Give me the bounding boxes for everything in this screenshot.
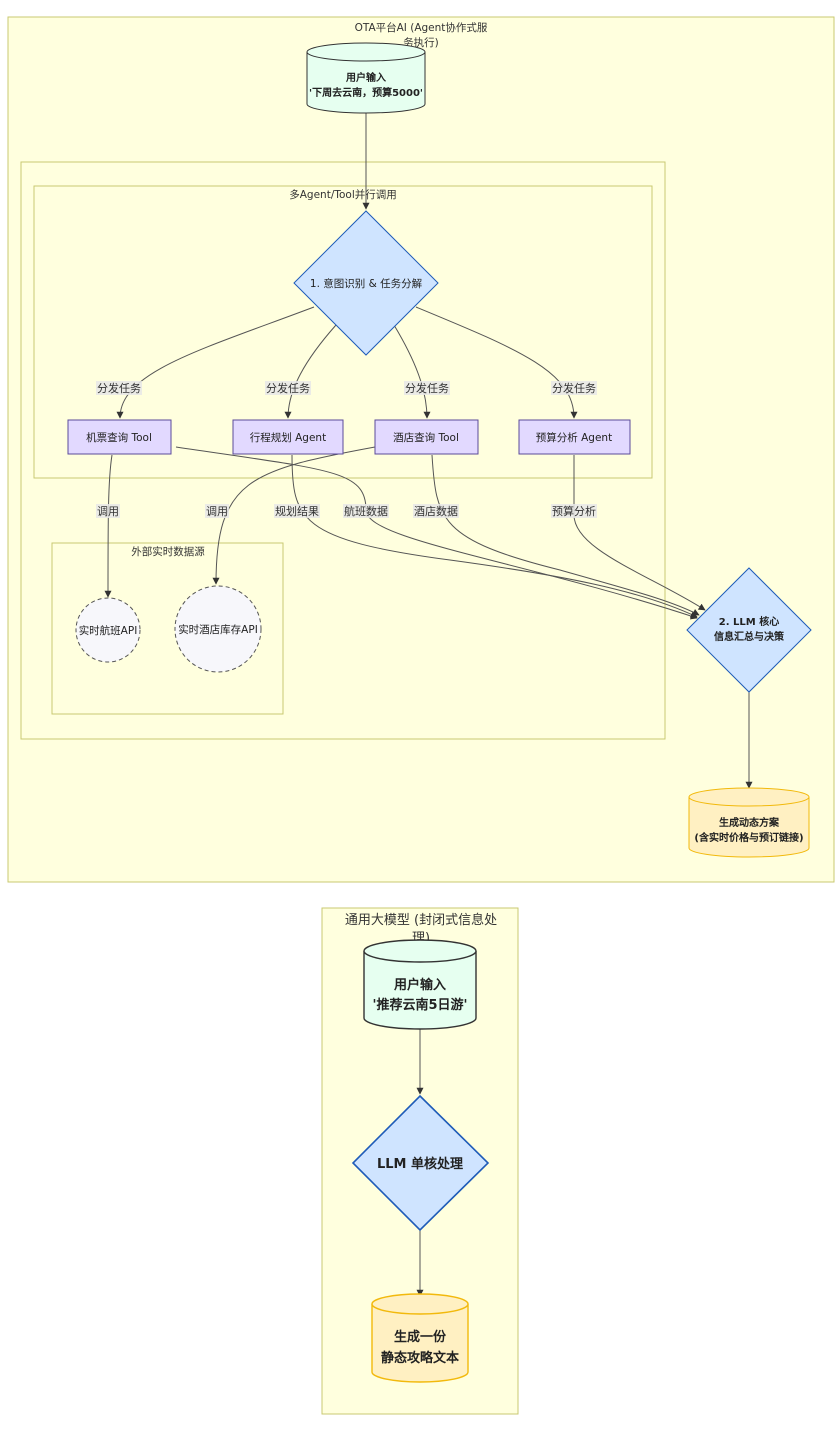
generic-cluster-title-line1: 通用大模型 (封闭式信息处 [345, 912, 497, 928]
label-plan-result: 规划结果 [274, 504, 320, 518]
intent-decision-node: 1. 意图识别 & 任务分解 [293, 210, 439, 356]
svg-text:实时航班API: 实时航班API [79, 624, 138, 637]
label-call-hotel: 调用 [205, 504, 229, 518]
edge-budget-to-llm [573, 455, 706, 611]
svg-text:行程规划 Agent: 行程规划 Agent [250, 431, 326, 444]
label-budget-analysis: 预算分析 [551, 504, 597, 518]
static-guide-output-node: 生成一份 静态攻略文本 [371, 1293, 469, 1383]
svg-text:静态攻略文本: 静态攻略文本 [381, 1350, 459, 1366]
svg-text:调用: 调用 [97, 505, 119, 518]
svg-text:LLM 单核处理: LLM 单核处理 [377, 1156, 463, 1172]
edge-intent-to-budget [415, 306, 578, 419]
edge-hotel-to-api [212, 446, 376, 585]
hotel-tool-node: 酒店查询 Tool [374, 419, 479, 455]
svg-text:2. LLM 核心: 2. LLM 核心 [719, 615, 779, 628]
svg-text:生成一份: 生成一份 [394, 1329, 447, 1345]
svg-text:'下周去云南，预算5000': '下周去云南，预算5000' [309, 86, 423, 99]
svg-text:生成动态方案: 生成动态方案 [719, 816, 780, 829]
ota-cluster-title-line2: 务执行) [403, 36, 439, 49]
flight-api-node: 实时航班API [75, 597, 141, 663]
label-hotel-data: 酒店数据 [413, 504, 459, 518]
hotel-api-node: 实时酒店库存API [174, 585, 262, 673]
svg-text:用户输入: 用户输入 [393, 977, 446, 993]
edge-intent-to-hotel [393, 324, 431, 419]
flight-tool-node: 机票查询 Tool [67, 419, 172, 455]
svg-text:预算分析: 预算分析 [552, 504, 596, 518]
ota-cluster-title-line1: OTA平台AI (Agent协作式服 [355, 21, 488, 34]
svg-text:机票查询 Tool: 机票查询 Tool [86, 431, 152, 444]
edge-intent-to-itinerary [284, 324, 337, 419]
generic-llm-node: LLM 单核处理 [351, 1094, 490, 1232]
svg-text:实时酒店库存API: 实时酒店库存API [178, 623, 258, 636]
svg-text:(含实时价格与预订链接): (含实时价格与预订链接) [694, 831, 803, 844]
svg-text:分发任务: 分发任务 [552, 381, 596, 395]
svg-text:调用: 调用 [206, 505, 228, 518]
svg-text:分发任务: 分发任务 [405, 381, 449, 395]
svg-text:用户输入: 用户输入 [345, 71, 386, 84]
svg-text:规划结果: 规划结果 [275, 504, 319, 518]
budget-agent-node: 预算分析 Agent [518, 419, 631, 455]
svg-text:酒店查询 Tool: 酒店查询 Tool [393, 431, 459, 444]
llm-core-node: 2. LLM 核心 信息汇总与决策 [686, 567, 812, 693]
label-flight-data: 航班数据 [343, 504, 389, 518]
svg-text:1. 意图识别 & 任务分解: 1. 意图识别 & 任务分解 [310, 277, 423, 290]
svg-text:航班数据: 航班数据 [344, 504, 388, 518]
label-call-flight: 调用 [96, 504, 120, 518]
dynamic-plan-output-node: 生成动态方案 (含实时价格与预订链接) [688, 787, 810, 858]
generic-user-input-node: 用户输入 '推荐云南5日游' [363, 939, 477, 1030]
svg-text:信息汇总与决策: 信息汇总与决策 [714, 630, 785, 643]
edge-hotel-to-llm [431, 454, 700, 616]
label-dispatch-3: 分发任务 [404, 381, 450, 395]
label-dispatch-2: 分发任务 [265, 381, 311, 395]
svg-text:'推荐云南5日游': '推荐云南5日游' [372, 997, 467, 1013]
label-dispatch-1: 分发任务 [96, 381, 142, 395]
svg-text:酒店数据: 酒店数据 [414, 504, 458, 518]
svg-text:分发任务: 分发任务 [97, 381, 141, 395]
user-input-node: 用户输入 '下周去云南，预算5000' [306, 42, 426, 114]
edge-intent-to-flight [116, 306, 315, 419]
svg-text:预算分析 Agent: 预算分析 Agent [536, 431, 612, 444]
label-dispatch-4: 分发任务 [551, 381, 597, 395]
external-cluster-title: 外部实时数据源 [131, 545, 205, 558]
svg-text:分发任务: 分发任务 [266, 381, 310, 395]
itinerary-agent-node: 行程规划 Agent [232, 419, 344, 455]
parallel-cluster-title: 多Agent/Tool并行调用 [289, 188, 397, 201]
